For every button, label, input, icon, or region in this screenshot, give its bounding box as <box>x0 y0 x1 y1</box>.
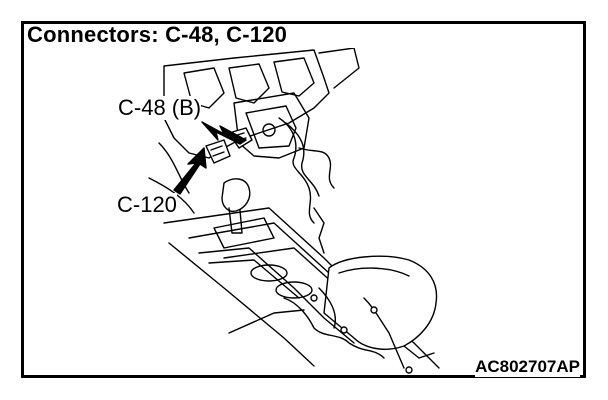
c48-arrow <box>201 121 247 145</box>
c120-arrow <box>173 147 207 195</box>
center-stack <box>233 92 310 159</box>
c120-connector <box>205 139 231 164</box>
dashboard-outline <box>163 49 330 159</box>
shift-lever <box>213 178 275 249</box>
console-illustration <box>148 48 440 374</box>
figure-frame <box>21 21 586 378</box>
figure-code: AC802707AP <box>475 357 580 377</box>
c120-label: C-120 <box>117 192 177 217</box>
c48-label: C-48 (B) <box>118 95 202 120</box>
armrest <box>323 255 438 359</box>
wire-harness <box>278 117 315 224</box>
page-title: Connectors: C-48, C-120 <box>27 22 288 47</box>
